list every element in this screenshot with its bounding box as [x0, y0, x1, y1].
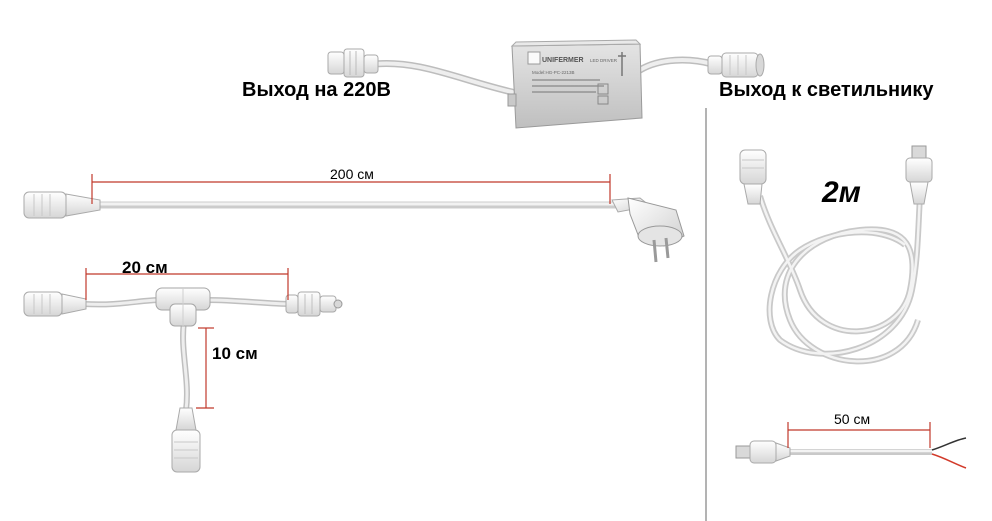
length-50cm-label: 50 см	[834, 411, 871, 427]
output-lamp-heading: Выход к светильнику	[719, 79, 934, 101]
length-2m-label: 2м	[822, 176, 861, 209]
pigtail-dc-plug	[735, 440, 791, 464]
output-220v-heading: Выход на 220В	[242, 79, 391, 101]
pigtail-bare-wires	[931, 437, 967, 469]
power-cable-assembly	[23, 174, 685, 263]
t-splitter-bottom-connector	[171, 407, 201, 473]
t-splitter-left-connector	[23, 291, 87, 317]
length-10cm-label: 10 см	[212, 344, 258, 363]
length-20cm-label: 20 см	[122, 258, 168, 277]
driver-model-text: Model:HG-PC-2213B	[532, 70, 575, 75]
driver-body: UNIFERMER LED DRIVER Model:HG-PC-2213B	[507, 39, 643, 129]
measure-200cm	[91, 174, 611, 204]
pigtail-cable-assembly	[735, 422, 967, 469]
driver-brand-text: UNIFERMER	[542, 57, 584, 64]
led-driver-assembly: UNIFERMER LED DRIVER Model:HG-PC-2213B	[327, 39, 765, 129]
extension-cable-assembly	[739, 145, 933, 365]
measure-50cm	[787, 422, 931, 448]
extension-male-connector	[905, 145, 933, 205]
extension-female-connector	[739, 149, 767, 205]
coiled-cable	[757, 195, 923, 365]
driver-type-text: LED DRIVER	[590, 58, 618, 63]
driver-input-connector	[327, 48, 379, 78]
t-splitter-body	[155, 287, 211, 327]
t-splitter-right-connector	[285, 291, 343, 317]
measure-20cm	[85, 268, 289, 300]
euro-plug	[611, 197, 685, 263]
power-cable-female-connector	[23, 191, 101, 219]
driver-output-connector	[707, 52, 765, 78]
t-splitter-assembly	[23, 268, 343, 473]
length-200cm-label: 200 см	[330, 166, 374, 182]
measure-10cm	[196, 327, 214, 409]
